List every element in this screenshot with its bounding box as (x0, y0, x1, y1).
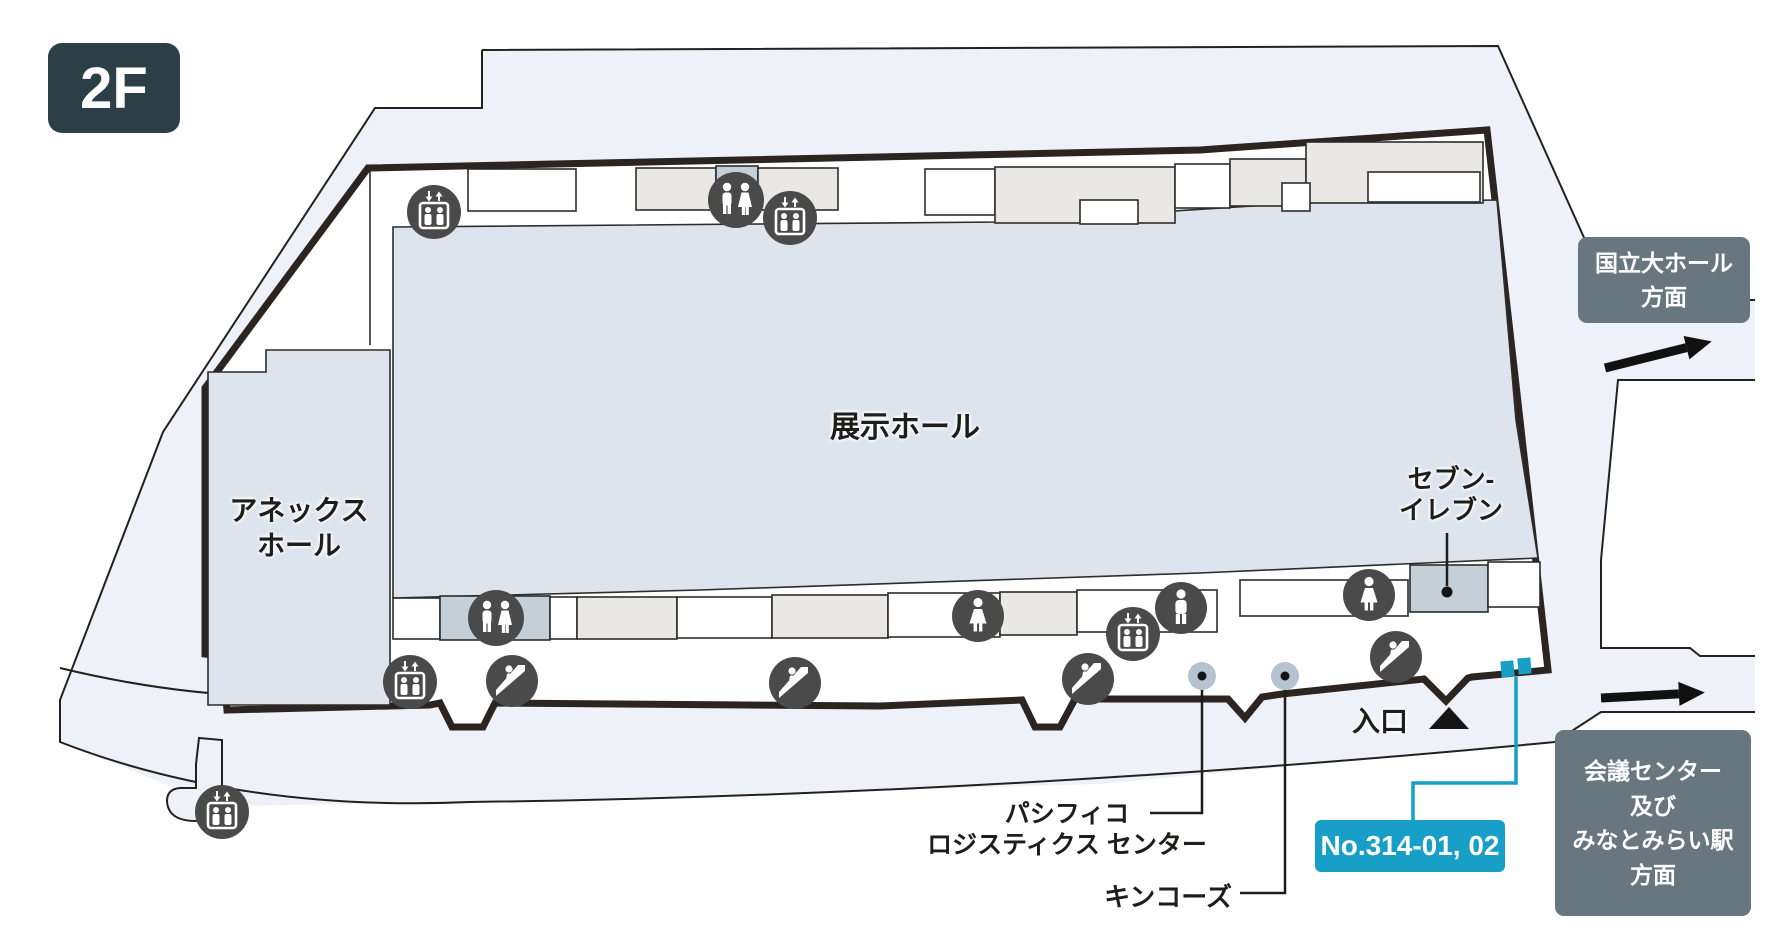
elevator-icon (381, 653, 439, 711)
escalator-icon (486, 655, 538, 707)
exhibition-hall-area (392, 199, 1539, 599)
room (467, 168, 577, 212)
direction-kokuritsu-line2: 方面 (1641, 284, 1687, 310)
direction-arrow-kokuritsu (1603, 336, 1712, 373)
entrance-label: 入口 (1352, 706, 1409, 737)
restroom-men-icon (1155, 582, 1207, 634)
room (924, 168, 996, 216)
restroom-women-icon (952, 590, 1004, 642)
floor-badge: 2F (48, 43, 180, 133)
room (392, 597, 441, 640)
direction-arrow-kaigi (1600, 681, 1705, 706)
restroom-women-icon (1343, 569, 1395, 621)
seven-eleven-label-line2: イレブン (1398, 495, 1504, 525)
exhibition-hall-label: 展示ホール (830, 411, 980, 444)
annex-hall-label-line1: アネックス (229, 495, 369, 526)
room (1174, 163, 1231, 209)
direction-box-kokuritsu-hall: 国立大ホール 方面 (1578, 237, 1750, 323)
restroom-men-women-icon (708, 172, 764, 228)
room (1079, 199, 1139, 225)
kinkos-callout-line (1240, 676, 1287, 895)
direction-conference-line3: みなとみらい駅 (1572, 827, 1734, 853)
direction-box-conference-center: 会議センター 及び みなとみらい駅 方面 (1555, 730, 1751, 916)
pacifico-logistics-label: パシフィコ ロジスティクス センター (927, 799, 1207, 862)
escalator-icon (1370, 631, 1422, 683)
pacifico-label-line2: ロジスティクス センター (927, 831, 1207, 860)
kinkos-label: キンコーズ (1104, 882, 1232, 912)
room (549, 596, 578, 640)
entrance-arrow (1429, 707, 1469, 729)
room (676, 596, 773, 639)
annex-hall-label-line2: ホール (256, 530, 342, 561)
location-pin-dot (1271, 662, 1299, 690)
room (576, 596, 678, 640)
room (999, 591, 1078, 636)
elevator-icon (761, 189, 819, 247)
pacifico-callout-line (1150, 676, 1204, 815)
store-location-dot (1441, 586, 1453, 598)
room (1367, 171, 1481, 203)
escalator-icon (1062, 653, 1114, 705)
pacifico-label-line1: パシフィコ (1004, 800, 1130, 828)
elevator-icon (405, 183, 463, 241)
direction-conference-line4: 方面 (1630, 861, 1676, 888)
direction-conference-line2: 及び (1630, 792, 1676, 819)
restroom-men-women-icon (468, 590, 524, 646)
room (771, 594, 889, 639)
room (635, 167, 717, 211)
booth-number-badge: No.314-01, 02 (1315, 820, 1505, 872)
room (1281, 182, 1311, 212)
seven-eleven-label: セブン- イレブン (1399, 464, 1503, 526)
direction-conference-line1: 会議センター (1584, 758, 1722, 784)
booth-marker-squares (1500, 657, 1532, 678)
location-pin-dot (1188, 662, 1216, 690)
elevator-icon (1104, 605, 1162, 663)
callout-lines (1150, 533, 1449, 895)
annex-hall-area (207, 349, 391, 706)
booth-callout-line (1411, 677, 1518, 820)
seven-eleven-label-line1: セブン- (1407, 463, 1495, 494)
room (1487, 561, 1541, 608)
direction-kokuritsu-line1: 国立大ホール (1595, 249, 1733, 276)
elevator-icon (193, 783, 251, 841)
annex-hall-label: アネックス ホール (229, 493, 368, 563)
escalator-icon (769, 657, 821, 709)
